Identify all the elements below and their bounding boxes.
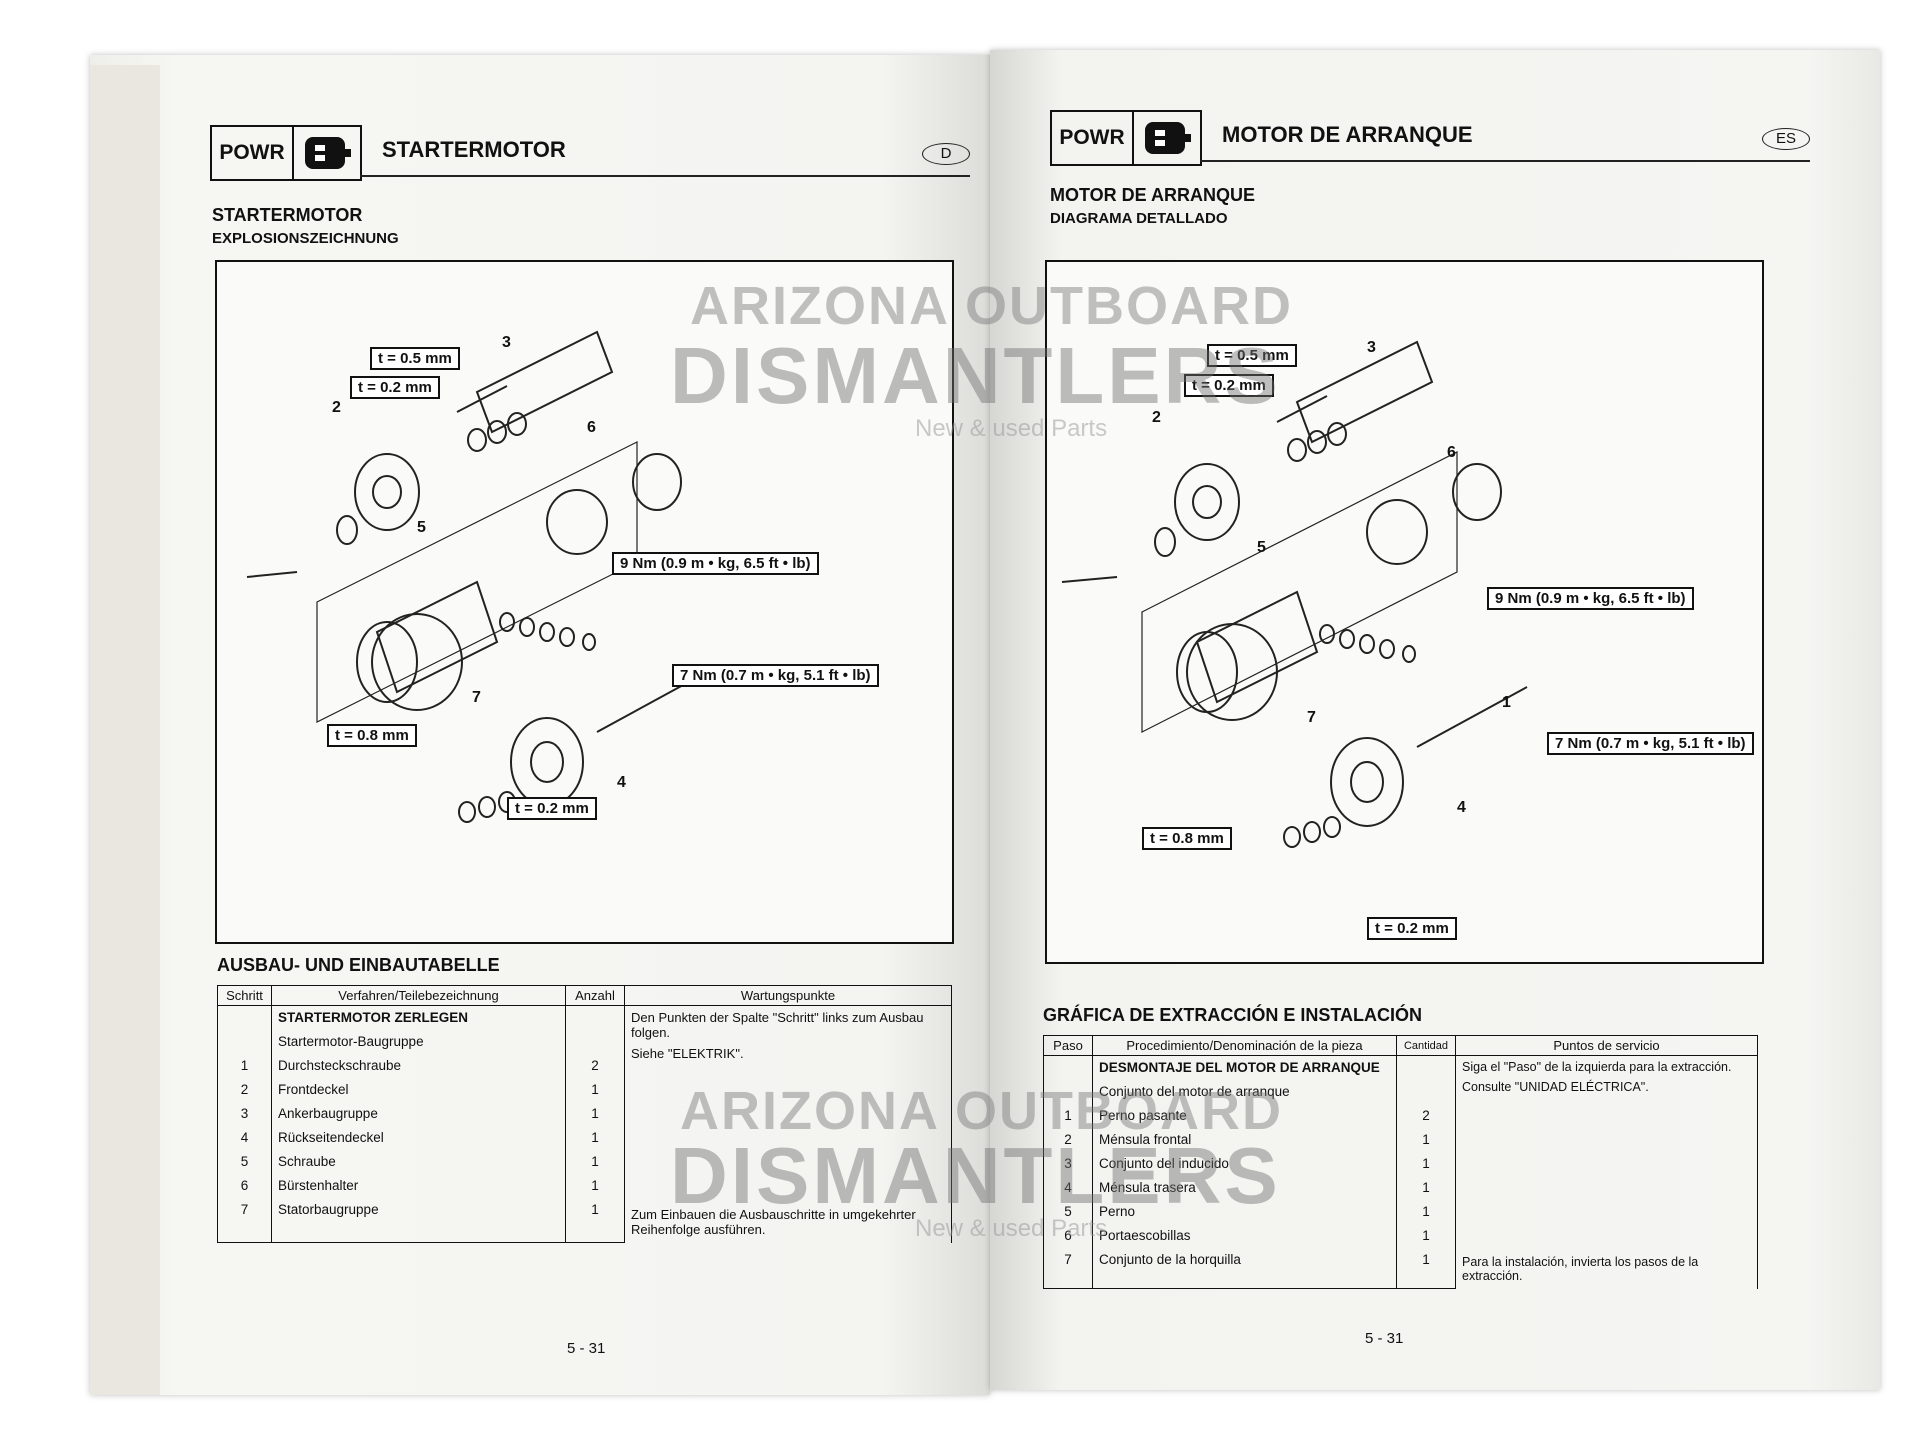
page-header-title: STARTERMOTOR — [382, 137, 566, 162]
callout-5: 5 — [417, 519, 426, 536]
callout-6: 6 — [587, 419, 596, 436]
exploded-diagram: 1 2 3 4 5 6 7 t = 0.5 mm t = 0.2 mm 9 Nm… — [215, 260, 954, 944]
callout-6: 6 — [1447, 444, 1456, 461]
language-badge: D — [922, 143, 970, 165]
reassembly-note: Para la instalación, invierta los pasos … — [1455, 1180, 1758, 1289]
callout-2: 2 — [332, 399, 341, 416]
header-rule — [1200, 160, 1810, 162]
section-subtitle: EXPLOSIONSZEICHNUNG — [212, 230, 399, 247]
watermark-line-2: DISMANTLERS — [670, 1131, 1281, 1220]
shim-label-0-2: t = 0.2 mm — [1184, 374, 1274, 397]
watermark-line-3: New & used Parts — [915, 1215, 1108, 1242]
shim-label-0-5: t = 0.5 mm — [370, 347, 460, 370]
shim-label-0-2-lower: t = 0.2 mm — [1367, 917, 1457, 940]
open-manual: POWR STARTERMOTOR D STARTERMOTOR EXPLOSI… — [30, 50, 1880, 1400]
page-number: 5 - 31 — [1365, 1330, 1404, 1347]
exploded-drawing: 1 2 3 4 5 6 7 — [1061, 339, 1528, 848]
page-number: 5 - 31 — [567, 1340, 606, 1357]
procedure-table-title: GRÁFICA DE EXTRACCIÓN E INSTALACIÓN — [1043, 1005, 1423, 1025]
col-header-step: Paso — [1043, 1035, 1093, 1056]
shim-label-0-2-lower: t = 0.2 mm — [507, 797, 597, 820]
table-heading-row: STARTERMOTOR ZERLEGEN — [271, 1005, 566, 1034]
language-badge: ES — [1762, 128, 1810, 150]
col-header-name: Procedimiento/Denominación de la pieza — [1092, 1035, 1397, 1056]
system-badge: POWR — [210, 125, 362, 181]
left-page: POWR STARTERMOTOR D STARTERMOTOR EXPLOSI… — [90, 55, 990, 1395]
col-header-notes: Wartungspunkte — [624, 985, 952, 1006]
table-row: Conjunto del motor de arranque — [1043, 1084, 1758, 1108]
callout-7: 7 — [1307, 709, 1316, 726]
callout-2: 2 — [1152, 409, 1161, 426]
callout-7: 7 — [472, 689, 481, 706]
callout-3: 3 — [502, 334, 511, 351]
watermark-line-2: DISMANTLERS — [670, 331, 1281, 420]
callout-5: 5 — [1257, 539, 1266, 556]
page-edge — [90, 65, 160, 1395]
callout-4: 4 — [617, 774, 626, 791]
col-header-step: Schritt — [217, 985, 272, 1006]
torque-label-7nm: 7 Nm (0.7 m • kg, 5.1 ft • lb) — [1547, 732, 1754, 755]
torque-label-7nm: 7 Nm (0.7 m • kg, 5.1 ft • lb) — [672, 664, 879, 687]
watermark-line-1: ARIZONA OUTBOARD — [680, 1081, 1283, 1141]
watermark-line-3: New & used Parts — [915, 415, 1108, 442]
torque-label-9nm: 9 Nm (0.9 m • kg, 6.5 ft • lb) — [1487, 587, 1694, 610]
col-header-qty: Cantidad — [1396, 1035, 1456, 1056]
callout-1: 1 — [1502, 694, 1511, 711]
section-title: STARTERMOTOR — [212, 205, 363, 225]
service-note: Siehe "ELEKTRIK". — [631, 1046, 744, 1061]
col-header-notes: Puntos de servicio — [1455, 1035, 1758, 1056]
shim-label-0-8: t = 0.8 mm — [327, 724, 417, 747]
procedure-table-title: AUSBAU- UND EINBAUTABELLE — [217, 955, 500, 975]
callout-4: 4 — [1457, 799, 1466, 816]
page-header-title: MOTOR DE ARRANQUE — [1222, 122, 1473, 147]
header-rule — [360, 175, 970, 177]
exploded-diagram: 1 2 3 4 5 6 7 t = 0.5 mm t = 0.2 mm 9 Nm… — [1045, 260, 1764, 964]
shim-label-0-2: t = 0.2 mm — [350, 376, 440, 399]
right-page: POWR MOTOR DE ARRANQUE ES MOTOR DE ARRAN… — [990, 50, 1880, 1390]
table-heading-row: DESMONTAJE DEL MOTOR DE ARRANQUE — [1092, 1055, 1397, 1084]
service-note: Den Punkten der Spalte "Schritt" links z… — [631, 1010, 924, 1040]
torque-label-9nm: 9 Nm (0.9 m • kg, 6.5 ft • lb) — [612, 552, 819, 575]
starter-motor-icon — [1134, 112, 1200, 164]
page-header: POWR MOTOR DE ARRANQUE ES — [1050, 110, 1810, 170]
procedure-table: Paso Procedimiento/Denominación de la pi… — [1043, 1035, 1758, 1289]
starter-motor-icon — [294, 127, 360, 179]
section-subtitle: DIAGRAMA DETALLADO — [1050, 210, 1228, 227]
service-note: Siga el "Paso" de la izquierda para la e… — [1462, 1060, 1732, 1074]
system-label: POWR — [1052, 112, 1134, 164]
system-label: POWR — [212, 127, 294, 179]
procedure-table: Schritt Verfahren/Teilebezeichnung Anzah… — [217, 985, 952, 1243]
system-badge: POWR — [1050, 110, 1202, 166]
table-row: Startermotor-Baugruppe — [217, 1034, 952, 1058]
col-header-name: Verfahren/Teilebezeichnung — [271, 985, 566, 1006]
section-title: MOTOR DE ARRANQUE — [1050, 185, 1256, 205]
watermark-line-1: ARIZONA OUTBOARD — [690, 276, 1293, 336]
shim-label-0-8: t = 0.8 mm — [1142, 827, 1232, 850]
shim-label-0-5: t = 0.5 mm — [1207, 344, 1297, 367]
reassembly-note: Zum Einbauen die Ausbauschritte in umgek… — [624, 1130, 952, 1243]
col-header-qty: Anzahl — [565, 985, 625, 1006]
service-note: Consulte "UNIDAD ELÉCTRICA". — [1462, 1080, 1649, 1094]
callout-3: 3 — [1367, 339, 1376, 356]
page-header: POWR STARTERMOTOR D — [210, 125, 970, 185]
